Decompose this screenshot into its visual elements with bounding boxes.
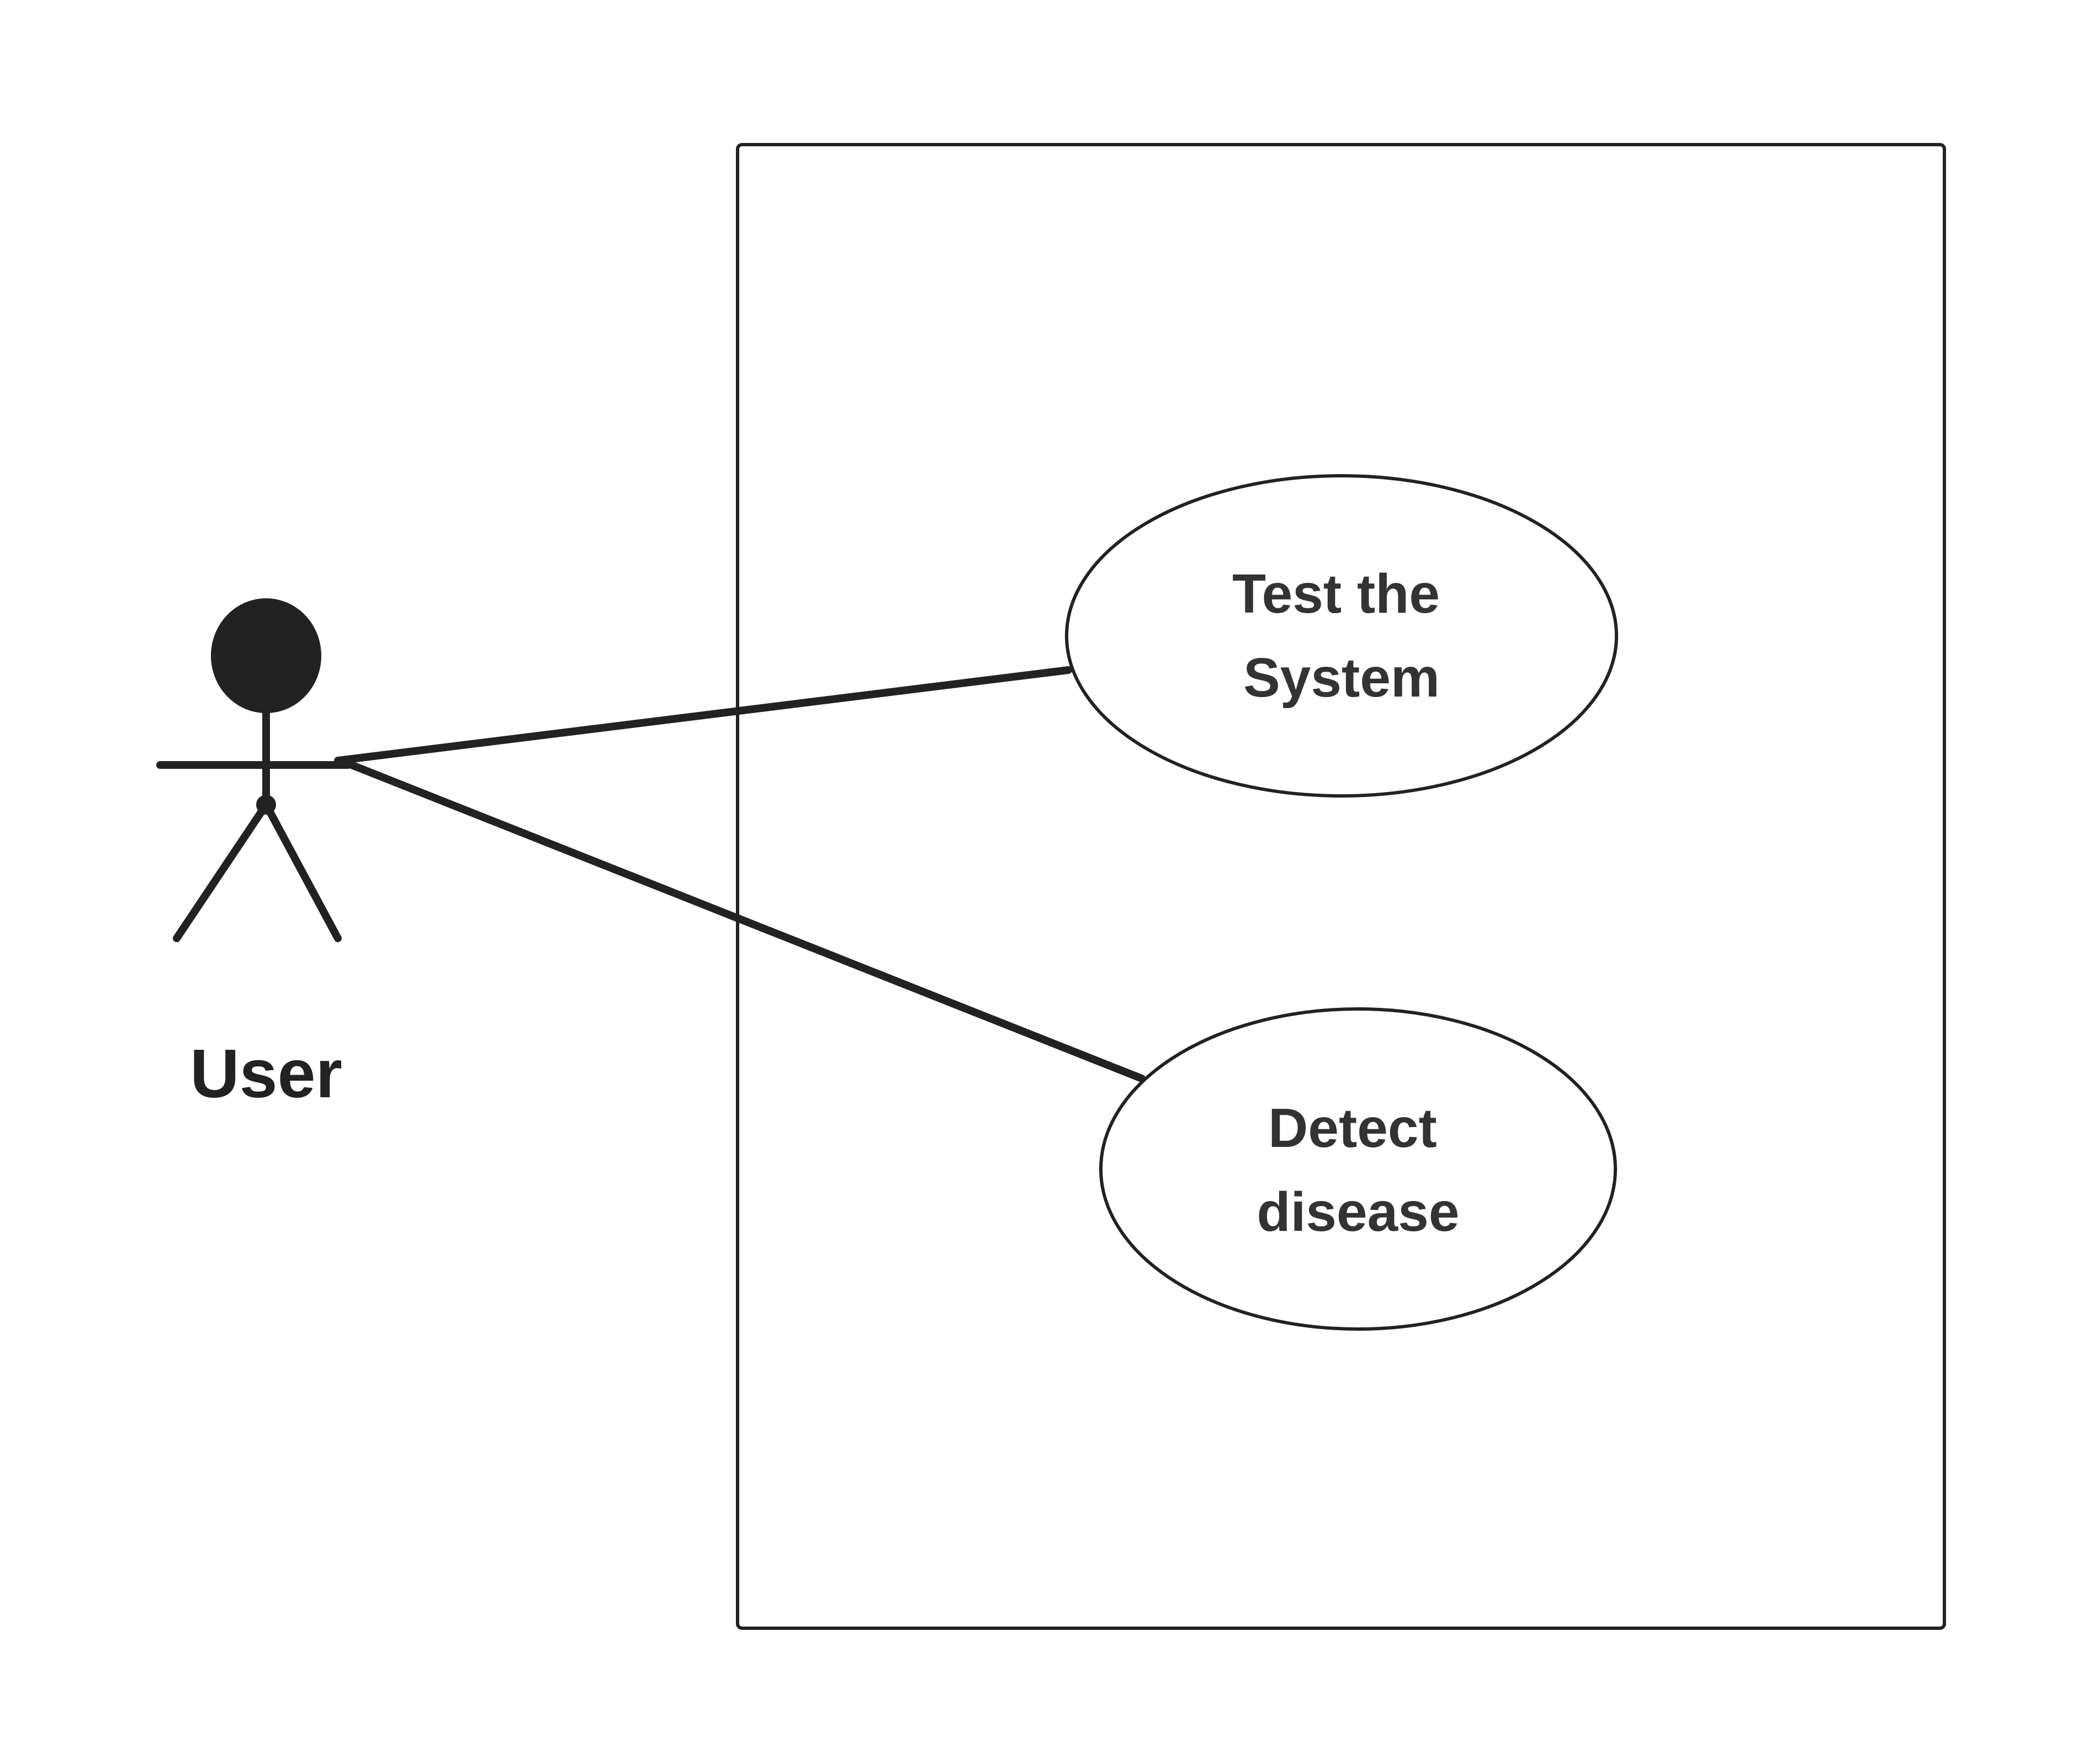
use-case-test-the-system: Test the System xyxy=(1065,474,1618,798)
actor-head xyxy=(211,598,321,713)
actor-left-leg xyxy=(173,801,270,942)
use-case-label-line1: Test the xyxy=(1232,563,1440,625)
association-detect-disease xyxy=(345,760,1146,1082)
use-case-ellipse xyxy=(1065,474,1618,798)
system-boundary xyxy=(736,143,1946,1630)
association-test-the-system xyxy=(334,666,1072,764)
actor-user: User xyxy=(156,598,352,1112)
use-case-ellipse xyxy=(1099,1007,1617,1331)
actor-label: User xyxy=(190,1036,342,1112)
use-case-detect-disease: Detect disease xyxy=(1099,1007,1617,1331)
actor-right-leg xyxy=(262,801,342,942)
use-case-label-line2: System xyxy=(1243,647,1440,709)
use-case-label-line1: Detect xyxy=(1268,1097,1437,1159)
use-case-label-line2: disease xyxy=(1257,1181,1460,1243)
